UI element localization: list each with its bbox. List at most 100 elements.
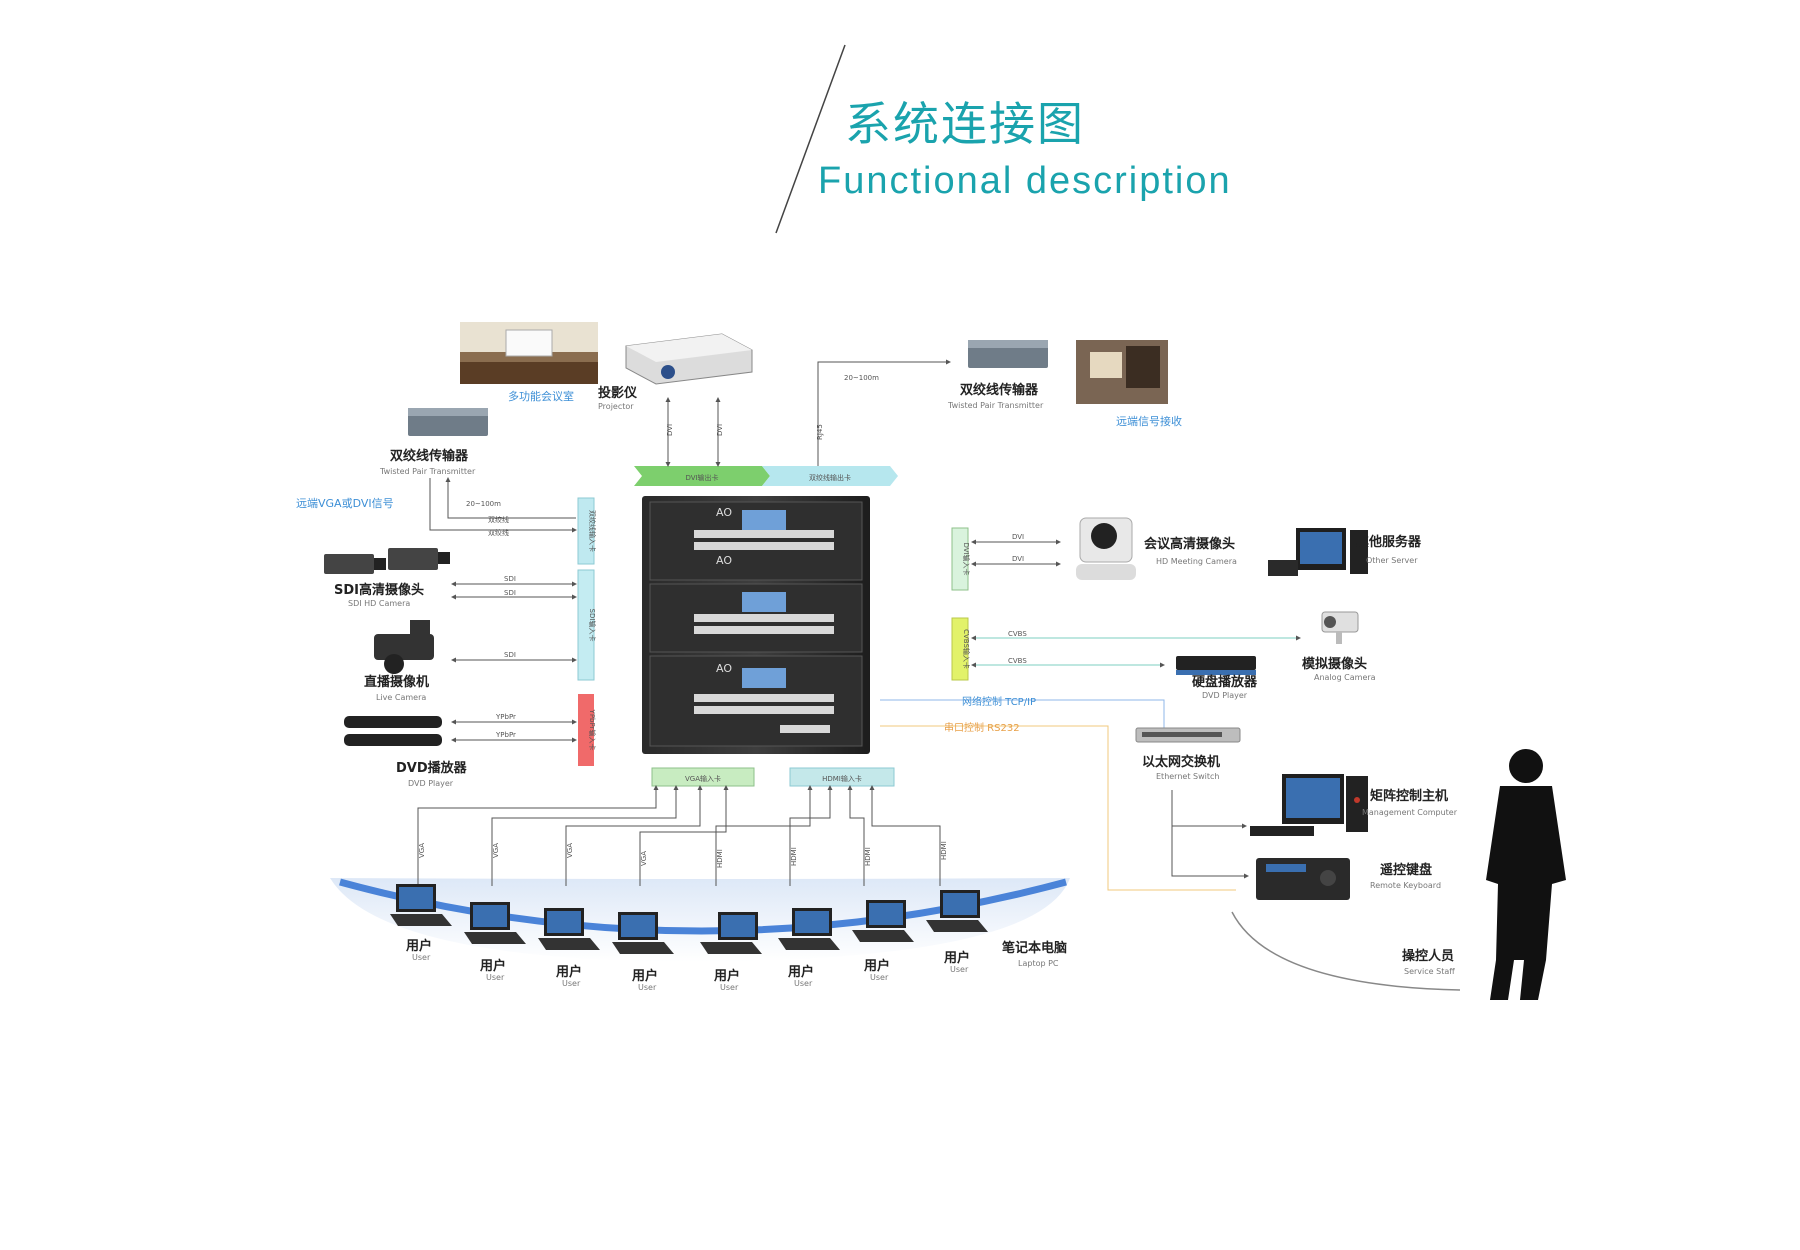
analog-camera-label-en: Analog Camera — [1314, 673, 1376, 682]
ethernet-label-en: Ethernet Switch — [1156, 772, 1219, 781]
user-label-5: 用户 — [713, 968, 740, 984]
port-label-1: VGA — [418, 843, 426, 858]
laptop-7 — [852, 900, 914, 942]
remote-office-image — [1076, 340, 1168, 404]
card-remote-out: 双绞线输出卡 — [762, 466, 898, 486]
laptop-3 — [538, 908, 600, 950]
matrix-host-label: 矩阵控制主机 — [1369, 788, 1448, 804]
left-distance-label: 20~100m — [466, 500, 501, 508]
card-dvi-out: DVI输出卡 — [634, 466, 770, 486]
card-cvbs-in: CVBS输入卡 — [951, 617, 971, 681]
live-camera-icon — [374, 620, 434, 674]
other-server-label-en: Other Server — [1366, 556, 1418, 565]
svg-text:HDMI输入卡: HDMI输入卡 — [822, 774, 862, 783]
user-label-4: 用户 — [631, 968, 658, 984]
projector-dvi-1: DVI — [666, 424, 674, 436]
dvd-label-en: DVD Player — [408, 779, 454, 788]
sdi-line-b: SDI — [504, 589, 516, 597]
port-label-6: HDMI — [790, 847, 798, 866]
user-label-en-5: User — [720, 983, 739, 992]
user-label-en-4: User — [638, 983, 657, 992]
card-video-in: YPbPr输入卡 — [578, 694, 597, 766]
svg-text:双绞线输出卡: 双绞线输出卡 — [809, 473, 851, 482]
serial-label: 串口控制 RS232 — [944, 721, 1020, 734]
management-computer-icon — [1250, 774, 1368, 836]
twisted-pair-transmitter-right — [968, 340, 1048, 368]
laptop-8 — [926, 890, 988, 932]
user-label-1: 用户 — [405, 938, 432, 954]
hd-camera-label: 会议高清摄像头 — [1144, 536, 1235, 552]
matrix-host-label-en: Management Computer — [1362, 808, 1458, 817]
sdi-line-a: SDI — [504, 575, 516, 583]
hdd-player-label-en: DVD Player — [1202, 691, 1248, 700]
device-brand-3: AO — [716, 662, 732, 675]
user-label-3: 用户 — [555, 964, 582, 980]
analog-camera-icon — [1321, 611, 1359, 644]
projector-label-en: Projector — [598, 402, 634, 411]
twisted-right-label-en: Twisted Pair Transmitter — [947, 401, 1044, 410]
hd-meeting-camera-icon — [1076, 517, 1136, 580]
twisted-left-label: 双绞线传输器 — [390, 448, 469, 464]
hdd-player-icon — [1176, 656, 1256, 675]
keyboard-label-en: Remote Keyboard — [1370, 881, 1441, 890]
operator-label: 操控人员 — [1402, 948, 1454, 964]
left-line-a: 双绞线 — [488, 515, 509, 524]
remote-line-label: RJ45 — [816, 424, 824, 440]
meeting-room-image — [460, 322, 598, 384]
device-brand-1: AO — [716, 506, 732, 519]
operator-label-en: Service Staff — [1404, 967, 1455, 976]
user-label-en-8: User — [950, 965, 969, 974]
card-hdmi-in: HDMI输入卡 — [789, 767, 895, 787]
port-label-4: VGA — [640, 851, 648, 866]
port-label-3: VGA — [566, 843, 574, 858]
svg-text:CVBS输入卡: CVBS输入卡 — [962, 629, 971, 669]
projector-dvi-2: DVI — [716, 424, 724, 436]
cvbs-line-b: CVBS — [1008, 657, 1027, 665]
cvbs-line-a: CVBS — [1008, 630, 1027, 638]
live-camera-label: 直播摄像机 — [364, 674, 429, 690]
card-remote-in: 双绞线输入卡 — [577, 497, 597, 565]
twisted-right-label: 双绞线传输器 — [960, 382, 1039, 398]
right-dvi-a: DVI — [1012, 533, 1024, 541]
projector-label: 投影仪 — [598, 385, 638, 401]
hdd-player-label: 硬盘播放器 — [1192, 674, 1258, 690]
sdi-camera-icon — [324, 548, 450, 574]
sdi-camera-label: SDI高清摄像头 — [334, 582, 424, 598]
card-vga-in: VGA输入卡 — [651, 767, 755, 787]
projector-icon — [625, 333, 753, 385]
port-label-8: HDMI — [940, 841, 948, 860]
user-label-en-7: User — [870, 973, 889, 982]
user-label-6: 用户 — [787, 964, 814, 980]
page-title: 系统连接图 — [845, 97, 1085, 151]
page-subtitle: Functional description — [818, 160, 1232, 202]
ethernet-switch-icon — [1135, 727, 1241, 743]
svg-text:SDI输入卡: SDI输入卡 — [588, 609, 597, 642]
operator-silhouette — [1486, 749, 1566, 1000]
svg-text:VGA输入卡: VGA输入卡 — [685, 774, 721, 783]
user-label-8: 用户 — [943, 950, 970, 966]
remote-keyboard-icon — [1256, 858, 1350, 900]
user-label-en-6: User — [794, 979, 813, 988]
meeting-room-label: 多功能会议室 — [508, 389, 574, 403]
tcp-ip-label: 网络控制 TCP/IP — [962, 695, 1036, 708]
user-label-en-2: User — [486, 973, 505, 982]
user-label-en-3: User — [562, 979, 581, 988]
device-brand-2: AO — [716, 554, 732, 567]
dvd-label: DVD播放器 — [396, 760, 468, 776]
user-label-2: 用户 — [479, 958, 506, 974]
analog-camera-label: 模拟摄像头 — [1302, 656, 1367, 672]
laptop-1 — [390, 884, 452, 926]
sdi-line-c: SDI — [504, 651, 516, 659]
live-camera-label-en: Live Camera — [376, 693, 426, 702]
other-server-icon — [1268, 528, 1368, 576]
card-dvi-in: DVI输入卡 — [951, 527, 971, 591]
ypbpr-line-b: YPbPr — [495, 731, 516, 739]
port-label-2: VGA — [492, 843, 500, 858]
card-sdi-in: SDI输入卡 — [577, 569, 597, 681]
svg-text:双绞线输入卡: 双绞线输入卡 — [588, 510, 597, 552]
twisted-left-label-en: Twisted Pair Transmitter — [379, 467, 476, 476]
user-label-7: 用户 — [863, 958, 890, 974]
other-server-label: 其他服务器 — [1356, 534, 1422, 550]
port-label-7: HDMI — [864, 847, 872, 866]
